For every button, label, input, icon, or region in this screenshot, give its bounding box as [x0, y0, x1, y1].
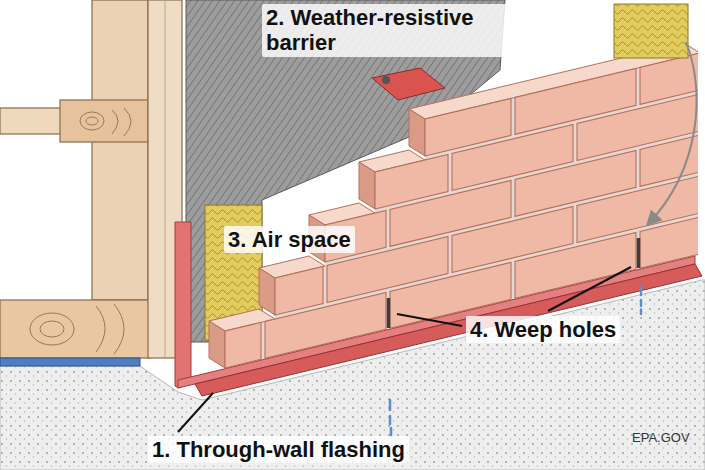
water-drops — [640, 287, 643, 314]
callout-label: 4. Weep holes — [466, 316, 620, 343]
weep-insert-detail — [614, 4, 688, 58]
callout-label: 3. Air space — [224, 226, 355, 253]
water-drops — [390, 400, 391, 436]
detail-arrow — [648, 42, 697, 224]
flashing-drip-edge — [195, 264, 702, 396]
brick — [375, 154, 448, 209]
leader-line — [548, 267, 631, 311]
watermark: EPA.GOV — [628, 430, 694, 447]
brick — [275, 266, 323, 315]
flashing-upstand — [175, 222, 191, 388]
wood-stud — [92, 0, 148, 300]
brick-end — [409, 109, 425, 156]
floor-joist — [0, 108, 62, 134]
weep-hole — [387, 298, 391, 328]
foundation — [0, 280, 705, 470]
brick-tie — [372, 68, 445, 100]
rim-board — [60, 100, 148, 142]
tie-fastener — [382, 76, 390, 84]
brick — [225, 322, 261, 368]
brick-end — [359, 162, 375, 209]
sill-gasket — [0, 358, 140, 366]
brick-end — [259, 268, 275, 315]
brick — [425, 98, 511, 156]
sheathing-line — [165, 0, 166, 358]
callout-label: 2. Weather-resistive barrier — [262, 4, 510, 57]
wood-grain — [80, 108, 131, 136]
brick — [640, 53, 698, 104]
brick-veneer — [209, 43, 698, 368]
sill-plate — [0, 300, 150, 358]
brick-end — [209, 321, 225, 368]
wood-grain — [30, 304, 124, 354]
weep-hole — [637, 238, 641, 268]
brick — [515, 68, 636, 134]
callout-label: 1. Through-wall flashing — [148, 436, 409, 463]
leader-line — [397, 314, 462, 326]
leader-line — [178, 393, 213, 432]
